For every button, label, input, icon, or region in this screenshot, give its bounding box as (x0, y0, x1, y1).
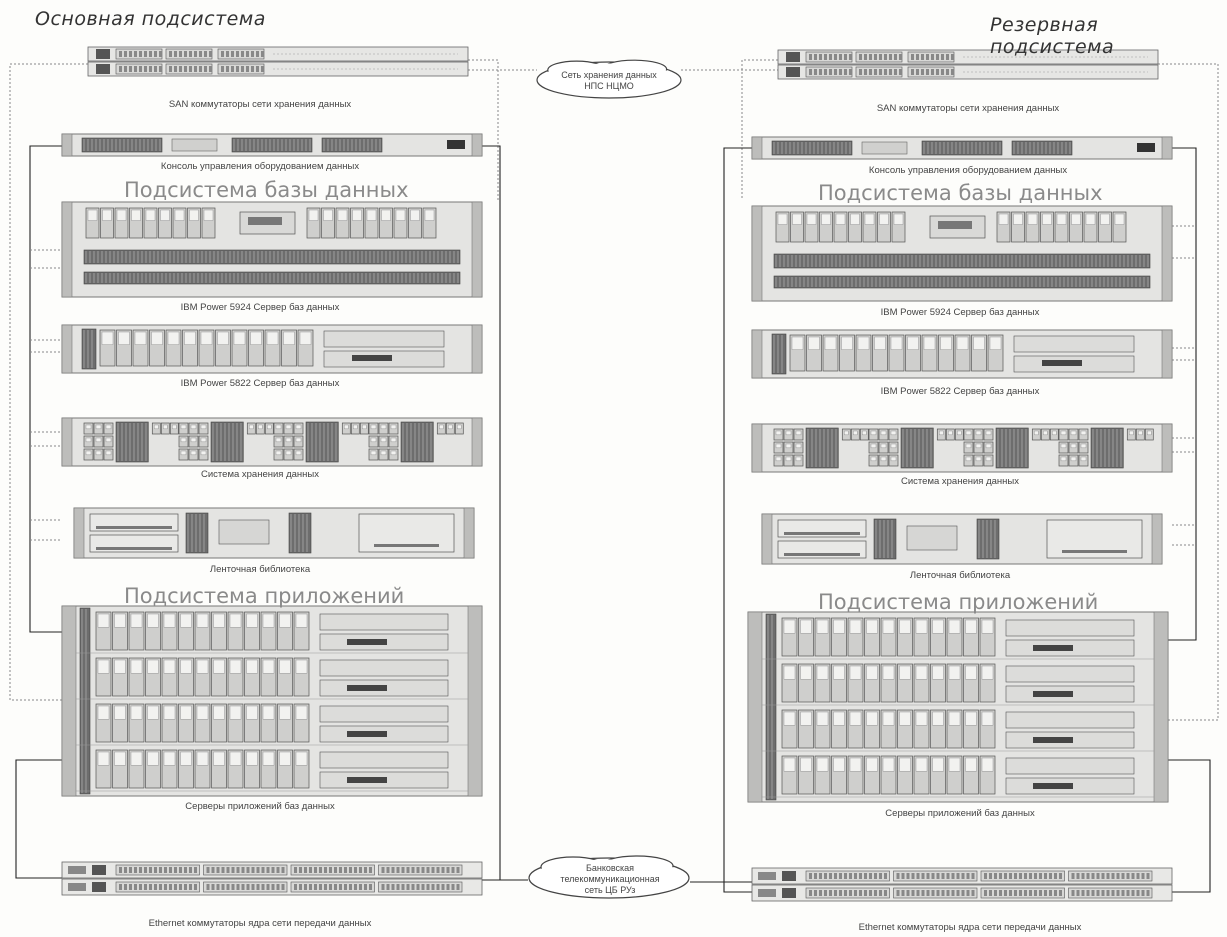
primary-console (61, 133, 483, 157)
primary-tape-caption: Ленточная библиотека (209, 564, 311, 575)
bank-cloud-label: Банковская телекоммуникационная сеть ЦБ … (525, 863, 695, 896)
primary-bus-left (29, 145, 62, 633)
primary-app-section-title: Подсистема приложений (124, 584, 405, 608)
backup-storage (751, 423, 1173, 473)
primary-san-switch (87, 46, 469, 77)
backup-p5822-caption: IBM Power 5822 Сервер баз данных (880, 386, 1040, 397)
backup-san-caption: SAN коммутаторы сети хранения данных (876, 103, 1060, 114)
primary-san-caption: SAN коммутаторы сети хранения данных (168, 99, 352, 110)
primary-lower-loop (15, 759, 62, 879)
backup-san-switch (777, 49, 1159, 80)
backup-console (751, 136, 1173, 160)
primary-subsystem-title: Основная подсистема (35, 8, 266, 30)
primary-app-servers-caption: Серверы приложений баз данных (185, 801, 335, 812)
bank-cloud-line-3: сеть ЦБ РУз (584, 885, 636, 895)
primary-tape-library (73, 507, 475, 559)
san-cloud (536, 59, 682, 99)
backup-power-5822 (751, 329, 1173, 379)
bank-cloud-line-1: Банковская (585, 863, 635, 873)
primary-storage (61, 417, 483, 467)
primary-power-5924 (61, 201, 483, 298)
primary-san-right (468, 59, 499, 200)
san-cloud-line-1: Сеть хранения данных (561, 70, 657, 80)
primary-storage-caption: Система хранения данных (201, 469, 319, 480)
primary-p5924-caption: IBM Power 5924 Сервер баз данных (180, 302, 340, 313)
backup-lower-loop (1168, 759, 1211, 893)
backup-storage-caption: Система хранения данных (901, 476, 1019, 487)
primary-ethernet-caption: Ethernet коммутаторы ядра сети передачи … (148, 918, 372, 929)
primary-console-caption: Консоль управления оборудованием данных (160, 161, 360, 172)
primary-power-5822 (61, 324, 483, 374)
backup-san-left (741, 59, 778, 200)
backup-app-servers (747, 611, 1169, 803)
backup-tape-caption: Ленточная библиотека (909, 570, 1011, 581)
backup-app-servers-caption: Серверы приложений баз данных (885, 808, 1035, 819)
backup-tape-library (761, 513, 1163, 565)
backup-san-loop (1158, 63, 1219, 721)
backup-bus-right (1168, 147, 1197, 641)
primary-db-section-title: Подсистема базы данных (124, 178, 409, 202)
backup-bus-left (723, 147, 752, 893)
bank-cloud-line-2: телекоммуникационная (560, 874, 660, 884)
san-cloud-line-2: НПС НЦМО (584, 81, 634, 91)
primary-app-servers (61, 605, 483, 797)
backup-console-caption: Консоль управления оборудованием данных (868, 165, 1068, 176)
backup-p5924-caption: IBM Power 5924 Сервер баз данных (880, 307, 1040, 318)
san-cloud-label: Сеть хранения данных НПС НЦМО (534, 70, 684, 92)
backup-ethernet-caption: Ethernet коммутаторы ядра сети передачи … (858, 922, 1082, 933)
primary-p5822-caption: IBM Power 5822 Сервер баз данных (180, 378, 340, 389)
backup-power-5924 (751, 205, 1173, 302)
primary-ethernet-switch (61, 861, 483, 896)
backup-db-section-title: Подсистема базы данных (818, 181, 1103, 205)
backup-ethernet-switch (751, 867, 1173, 902)
backup-app-section-title: Подсистема приложений (818, 590, 1099, 614)
backup-subsystem-title: Резервная подсистема (990, 14, 1115, 58)
primary-san-loop (9, 63, 88, 701)
bank-cloud (528, 855, 690, 899)
